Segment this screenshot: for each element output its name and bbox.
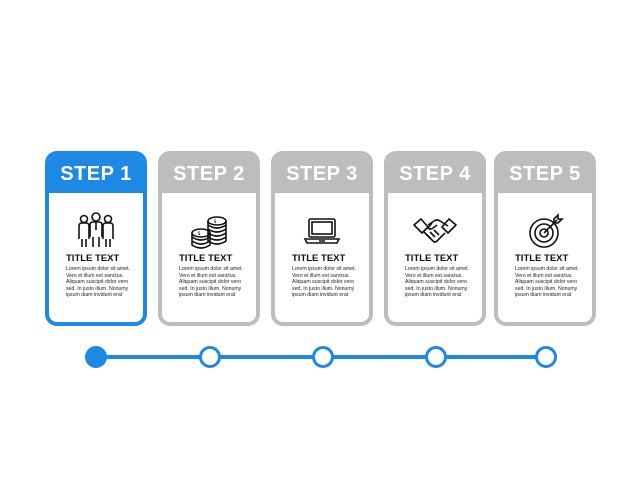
- step-label: STEP 4: [388, 155, 482, 193]
- step-title: TITLE TEXT: [405, 253, 459, 264]
- timeline-node-2: [199, 346, 221, 368]
- step-title: TITLE TEXT: [292, 253, 346, 264]
- step-title: TITLE TEXT: [515, 253, 569, 264]
- handshake-icon: [388, 211, 482, 251]
- svg-text:$: $: [214, 219, 217, 225]
- timeline-node-3: [312, 346, 334, 368]
- step-body: Lorem ipsum dolor sit amet. Vero et illu…: [292, 266, 357, 299]
- step-card-5: STEP 5 TITLE TEXT Lorem ipsum dolor sit …: [494, 151, 596, 326]
- step-card-3: STEP 3 TITLE TEXT Lorem ipsum dolor sit …: [271, 151, 373, 326]
- timeline-node-5: [535, 346, 557, 368]
- step-body: Lorem ipsum dolor sit amet. Vero et illu…: [179, 266, 244, 299]
- step-label: STEP 3: [275, 155, 369, 193]
- step-body: Lorem ipsum dolor sit amet. Vero et illu…: [405, 266, 470, 299]
- timeline-node-4: [425, 346, 447, 368]
- coins-icon: $ $: [162, 211, 256, 251]
- laptop-icon: [275, 211, 369, 251]
- step-label: STEP 1: [49, 155, 143, 193]
- step-label: STEP 5: [498, 155, 592, 193]
- step-body: Lorem ipsum dolor sit amet. Vero et illu…: [515, 266, 580, 299]
- timeline-node-1: [85, 346, 107, 368]
- step-body: Lorem ipsum dolor sit amet. Vero et illu…: [66, 266, 131, 299]
- svg-text:$: $: [198, 231, 201, 237]
- people-icon: [49, 211, 143, 251]
- step-card-2: STEP 2 $ $ TITLE TEXT Lorem ipsum dolor …: [158, 151, 260, 326]
- step-card-1: STEP 1 TITLE TEXT Lorem ipsum dolor sit …: [45, 151, 147, 326]
- step-title: TITLE TEXT: [66, 253, 120, 264]
- step-title: TITLE TEXT: [179, 253, 233, 264]
- step-card-4: STEP 4 TITLE TEXT Lorem ipsum dolor sit …: [384, 151, 486, 326]
- step-label: STEP 2: [162, 155, 256, 193]
- target-icon: [498, 211, 592, 251]
